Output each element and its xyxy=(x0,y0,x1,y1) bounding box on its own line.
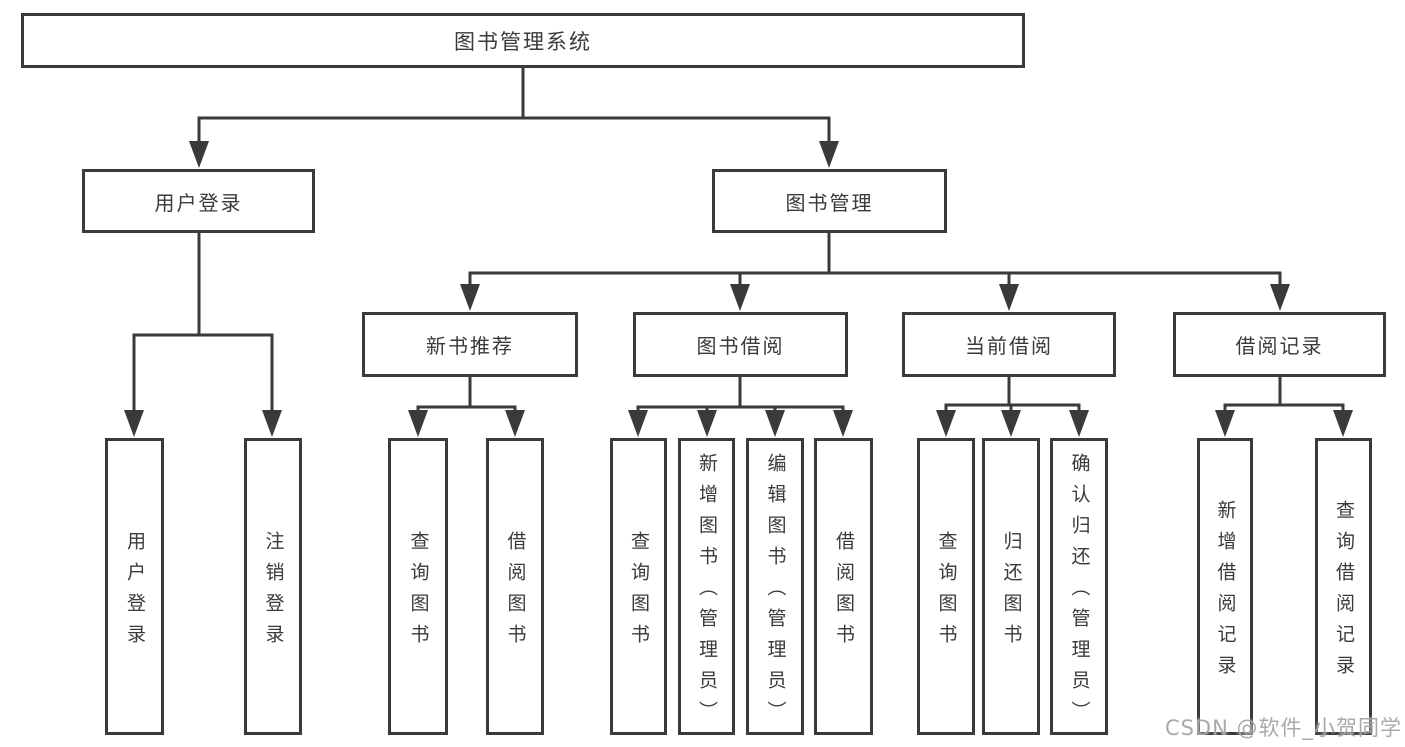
leaf-add-books-admin: 新增图书（管理员） xyxy=(678,438,735,735)
arrow-down-icon xyxy=(262,410,282,437)
leaf-query-books-current: 查询图书 xyxy=(917,438,975,735)
leaf-query-books-current-label: 查询图书 xyxy=(935,530,958,655)
leaf-confirm-return-admin: 确认归还（管理员） xyxy=(1050,438,1108,735)
leaf-query-books-borrow-label: 查询图书 xyxy=(628,530,650,655)
leaf-add-borrow-record: 新增借阅记录 xyxy=(1197,438,1253,735)
leaf-query-borrow-record-label: 查询借阅记录 xyxy=(1333,499,1355,686)
arrow-down-icon xyxy=(408,410,428,437)
arrow-down-icon xyxy=(999,284,1019,311)
arrow-down-icons xyxy=(124,141,1353,437)
leaf-edit-books-admin: 编辑图书（管理员） xyxy=(746,438,804,735)
watermark: CSDN @软件_小贺同学 xyxy=(1164,716,1402,740)
node-current-borrow-label: 当前借阅 xyxy=(965,334,1053,358)
node-book-borrow: 图书借阅 xyxy=(633,312,848,377)
node-book-management-label: 图书管理 xyxy=(785,190,874,215)
arrow-down-icon xyxy=(460,284,480,311)
arrow-down-icon xyxy=(189,141,209,168)
leaf-add-books-admin-label: 新增图书（管理员） xyxy=(696,453,718,732)
node-user-login: 用户登录 xyxy=(82,169,315,233)
arrow-down-icon xyxy=(819,141,839,168)
node-borrow-records-label: 借阅记录 xyxy=(1235,334,1324,358)
node-current-borrow: 当前借阅 xyxy=(902,312,1116,377)
leaf-borrow-books-recommend-label: 借阅图书 xyxy=(504,530,527,655)
arrow-down-icon xyxy=(730,284,750,311)
node-new-book-recommend-label: 新书推荐 xyxy=(426,334,514,358)
arrow-down-icon xyxy=(1215,410,1235,437)
node-book-borrow-label: 图书借阅 xyxy=(696,334,785,358)
leaf-user-login-label: 用户登录 xyxy=(124,530,146,655)
leaf-add-borrow-record-label: 新增借阅记录 xyxy=(1214,499,1237,686)
node-new-book-recommend: 新书推荐 xyxy=(362,312,578,377)
arrow-down-icon xyxy=(1270,284,1290,311)
arrow-down-icon xyxy=(1069,410,1089,437)
arrow-down-icon xyxy=(833,410,853,437)
node-root-label: 图书管理系统 xyxy=(454,29,592,54)
node-book-management: 图书管理 xyxy=(712,169,947,233)
leaf-query-books-recommend-label: 查询图书 xyxy=(407,530,430,655)
arrow-down-icon xyxy=(1001,410,1021,437)
arrow-down-icon xyxy=(628,410,648,437)
leaf-query-books-borrow: 查询图书 xyxy=(610,438,667,735)
node-root: 图书管理系统 xyxy=(21,13,1025,68)
node-borrow-records: 借阅记录 xyxy=(1173,312,1386,377)
leaf-return-books: 归还图书 xyxy=(982,438,1040,735)
leaf-logout: 注销登录 xyxy=(244,438,302,735)
leaf-confirm-return-admin-label: 确认归还（管理员） xyxy=(1068,453,1091,732)
leaf-return-books-label: 归还图书 xyxy=(1000,530,1023,655)
arrow-down-icon xyxy=(1333,410,1353,437)
leaf-user-login: 用户登录 xyxy=(105,438,164,735)
node-user-login-label: 用户登录 xyxy=(154,190,243,215)
leaf-logout-label: 注销登录 xyxy=(262,530,285,655)
leaf-edit-books-admin-label: 编辑图书（管理员） xyxy=(764,453,787,732)
arrow-down-icon xyxy=(765,410,785,437)
leaf-query-books-recommend: 查询图书 xyxy=(388,438,448,735)
leaf-borrow-books: 借阅图书 xyxy=(814,438,873,735)
leaf-query-borrow-record: 查询借阅记录 xyxy=(1315,438,1372,735)
arrow-down-icon xyxy=(505,410,525,437)
arrow-down-icon xyxy=(124,410,144,437)
leaf-borrow-books-recommend: 借阅图书 xyxy=(486,438,544,735)
arrow-down-icon xyxy=(697,410,717,437)
arrow-down-icon xyxy=(936,410,956,437)
leaf-borrow-books-label: 借阅图书 xyxy=(833,530,855,655)
